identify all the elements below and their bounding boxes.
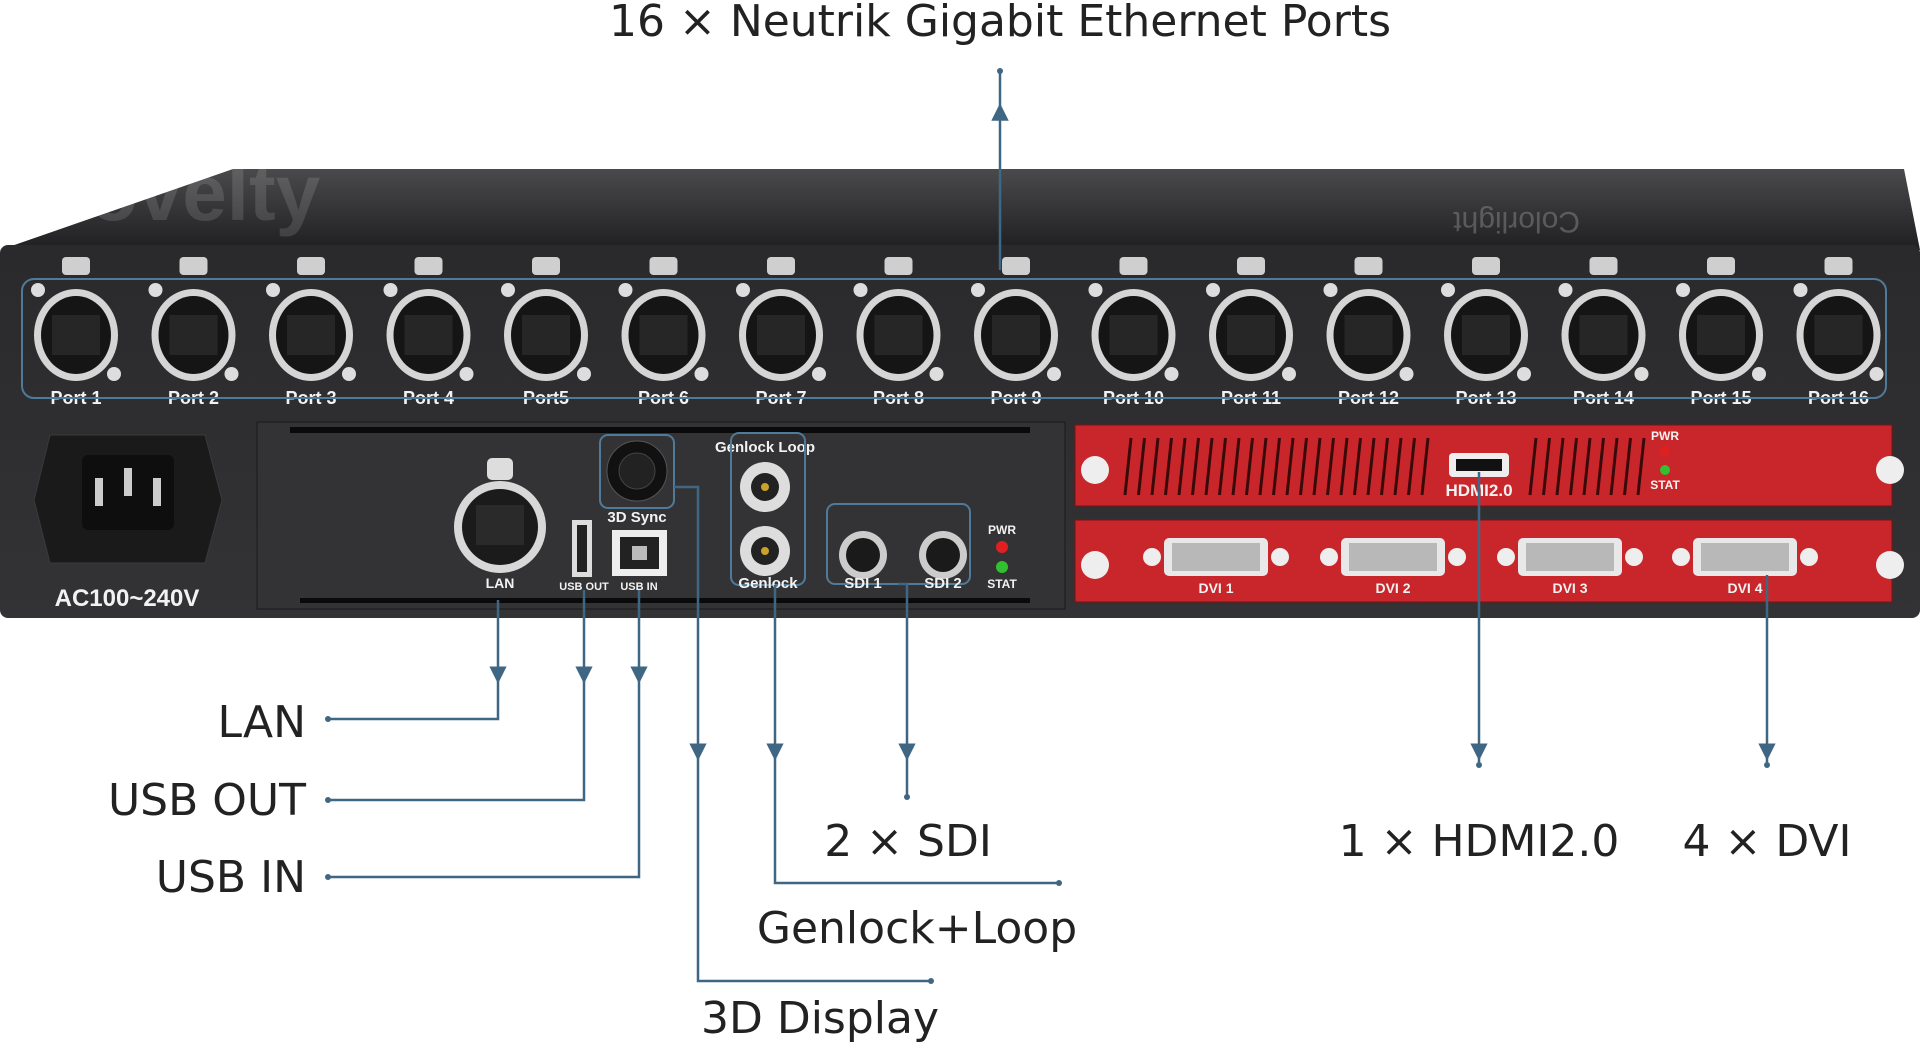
power-label: AC100~240V (55, 585, 200, 612)
pwr-label: PWR (988, 523, 1016, 537)
sdi1-label: SDI 1 (844, 575, 882, 592)
ethernet-port[interactable]: Port 10 (1088, 257, 1179, 408)
hdmi-pwr-label: PWR (1651, 429, 1679, 443)
ethernet-port[interactable]: Port 1 (31, 257, 121, 408)
watermark-logo: novelty (40, 148, 321, 237)
callout-sdi: 2 × SDI (824, 816, 992, 867)
genlock-label: Genlock (738, 575, 798, 592)
callout-genlock: Genlock+Loop (757, 903, 1077, 954)
chassis-top (0, 169, 1920, 250)
hdmi-stat-label: STAT (1650, 478, 1680, 492)
usb-in-label: USB IN (620, 581, 657, 593)
stat-led (996, 561, 1008, 573)
callout-usb-out: USB OUT (108, 775, 306, 826)
hdmi-module: HDMI2.0 PWR STAT (1074, 424, 1904, 507)
ethernet-port[interactable]: Port 12 (1323, 257, 1414, 408)
dvi-port[interactable]: DVI 4 (1672, 538, 1818, 596)
io-panel: LAN USB OUT USB IN 3D Sync Genlock Loop … (256, 421, 1066, 610)
title-callout: 16 × Neutrik Gigabit Ethernet Ports (609, 0, 1391, 47)
callout-dvi: 4 × DVI (1682, 816, 1851, 867)
power-inlet: AC100~240V (33, 434, 223, 612)
genlock-loop-label: Genlock Loop (715, 439, 815, 456)
sdi2-label: SDI 2 (924, 575, 962, 592)
callout-usb-in: USB IN (156, 852, 306, 903)
ethernet-port[interactable]: Port 4 (383, 257, 474, 408)
ethernet-port[interactable]: Port 9 (971, 257, 1061, 408)
dvi-port[interactable]: DVI 1 (1143, 538, 1289, 596)
callout-hdmi: 1 × HDMI2.0 (1339, 816, 1620, 867)
ethernet-port[interactable]: Port 8 (853, 257, 944, 408)
ethernet-port[interactable]: Port 16 (1793, 257, 1884, 408)
callout-lines (325, 68, 1776, 984)
callout-lan: LAN (217, 697, 306, 748)
ethernet-port[interactable]: Port 2 (148, 257, 239, 408)
dvi-label: DVI 2 (1375, 580, 1410, 596)
brand-logo-mirrored: Colorlight (1453, 205, 1580, 238)
dvi-port[interactable]: DVI 3 (1497, 538, 1643, 596)
lan-label: LAN (486, 575, 515, 591)
dvi-label: DVI 1 (1198, 580, 1233, 596)
hdmi-stat-led (1660, 465, 1670, 475)
ethernet-port[interactable]: Port 13 (1441, 257, 1531, 408)
ethernet-port[interactable]: Port 3 (266, 257, 356, 408)
dvi-module: DVI 1 DVI 2 DVI 3 DVI 4 (1074, 519, 1904, 603)
dvi-label: DVI 3 (1552, 580, 1587, 596)
usb-out-label: USB OUT (559, 581, 609, 593)
pwr-led (996, 541, 1008, 553)
ethernet-port[interactable]: Port 14 (1558, 257, 1649, 408)
dvi-port[interactable]: DVI 2 (1320, 538, 1466, 596)
ethernet-ports-highlight (21, 278, 1887, 399)
watermark-small: GROUP (5, 162, 64, 179)
3d-sync-label: 3D Sync (607, 509, 666, 526)
hdmi-pwr-led (1660, 446, 1670, 456)
dvi-label: DVI 4 (1727, 580, 1762, 596)
callout-3d-display: 3D Display (701, 993, 939, 1044)
stat-label: STAT (987, 577, 1017, 591)
